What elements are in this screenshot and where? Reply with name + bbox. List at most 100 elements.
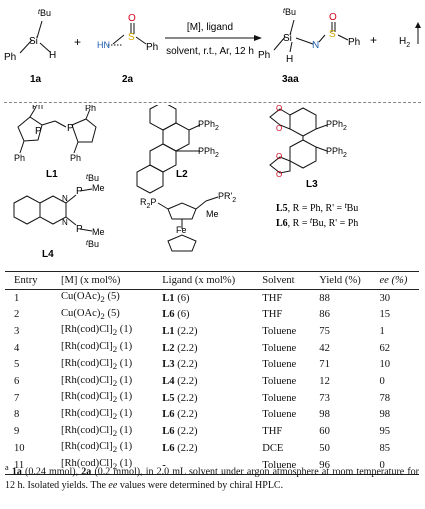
cell-solvent: Toluene [262,359,297,371]
footnote-text: (0.24 mmol), [21,466,82,478]
substrate-2a-label: 2a [122,74,134,85]
ph-label: Ph [70,153,81,163]
footnote-text: (0.2 mmol), in 2.0 mL solvent under argo… [5,466,420,491]
cell-solvent: Toluene [262,342,297,354]
cell-metal: [Rh(cod)Cl]2 (1) [58,457,161,475]
tbu-label: tBu [38,8,51,18]
header-entry: Entry [5,271,59,290]
cell-yield: 50 [319,442,330,454]
o-label: O [276,152,282,161]
cell-ligand: L4 (2.2) [162,376,198,388]
ligand-l4-label: L4 [42,249,54,260]
cell-yield: 86 [319,309,330,321]
me-label: Me [206,209,219,219]
hn-label: HN [97,40,110,50]
footnote-reagent-2a: 2a [81,466,92,478]
o-label: O [276,124,282,133]
cell-entry: 8 [14,409,20,421]
cell-ligand: L5 (2.2) [162,392,198,404]
cell-solvent: THF [262,426,283,438]
cell-yield: 98 [319,409,330,421]
cell-yield: 60 [319,426,330,438]
phosphorus-label: P [76,224,83,235]
o-label: O [329,12,337,23]
cell-ee: 10 [379,359,391,371]
pph2-label: PPh2 [326,119,347,132]
ph-label: Ph [32,105,43,111]
optimization-table: Entry [M] (x mol%) Ligand (x mol%) Solve… [5,271,419,475]
n-label: N [62,194,68,203]
tbu-label: tBu [86,239,99,249]
r2p-label: R2P [140,197,156,210]
cell-metal: [Rh(cod)Cl]2 (1) [60,374,133,388]
ligand-l2-label: L2 [176,169,188,180]
cell-ligand: L3 (2.2) [162,359,198,371]
cell-yield: 73 [319,392,330,404]
ligand-l1-label: L1 [46,169,58,180]
cell-ligand: - [160,457,261,475]
reagent-bottom: solvent, r.t., Ar, 12 h [166,46,254,57]
h2-label: H2 [399,36,410,49]
cell-entry: 3 [14,325,20,337]
plus-sign: + [74,35,81,49]
h-label: H [49,50,56,61]
cell-yield: 96 [317,457,378,475]
me-label: Me [92,183,105,193]
cell-metal: Cu(OAc)2 (5) [60,307,120,321]
header-yield: Yield (%) [317,271,378,290]
o-label: O [276,105,282,113]
product-3aa-label: 3aa [282,74,299,85]
header-metal: [M] (x mol%) [58,271,161,290]
phosphorus-label: P [76,186,83,197]
cell-ee: 30 [379,292,391,304]
cell-ee: 0 [377,457,419,475]
cell-metal: [Rh(cod)Cl]2 (1) [60,407,133,422]
tbu-label: tBu [283,7,296,17]
cell-ee: 62 [379,342,391,354]
h-label: H [286,54,293,65]
phosphorus-label: P [67,123,74,134]
cell-entry: 7 [14,392,20,404]
footnote-mark: a [5,463,9,472]
cell-yield: 75 [319,325,330,337]
ligand-l3-label: L3 [306,179,318,190]
me-label: Me [92,227,105,237]
reagent-top: [M], ligand [187,22,233,33]
cell-entry: 10 [14,442,25,454]
phosphorus-label: P [35,126,42,137]
cell-ligand: L1 (2.2) [162,325,198,337]
cell-ligand: L6 (6) [162,309,190,321]
footnote-text: values were determined by chiral HPLC. [117,479,284,491]
scheme-divider [4,102,421,103]
cell-ligand: L2 (2.2) [162,342,198,354]
reaction-arrow-head [254,35,262,41]
s-label: S [329,29,336,40]
cell-entry: 11 [5,457,59,475]
ph-label: Ph [85,105,96,113]
ph-label: Ph [258,50,270,61]
header-ee: ee (%) [377,271,419,290]
cell-ee: 15 [379,309,391,321]
pph2-label: PPh2 [198,119,219,132]
cell-ee: 95 [379,426,391,438]
pr2-label: PR'2 [218,191,236,204]
si-label: Si [283,33,292,44]
cell-solvent: THF [262,292,283,304]
si-label: Si [29,36,38,47]
cell-yield: 71 [319,359,330,371]
header-solvent: Solvent [260,271,318,290]
cell-ee: 1 [379,325,385,337]
cell-yield: 88 [319,292,330,304]
cell-entry: 6 [14,376,20,388]
cell-entry: 1 [14,292,20,304]
ph-label: Ph [348,37,360,48]
cell-solvent: Toluene [260,457,318,475]
cell-ligand: L6 (2.2) [162,426,198,438]
